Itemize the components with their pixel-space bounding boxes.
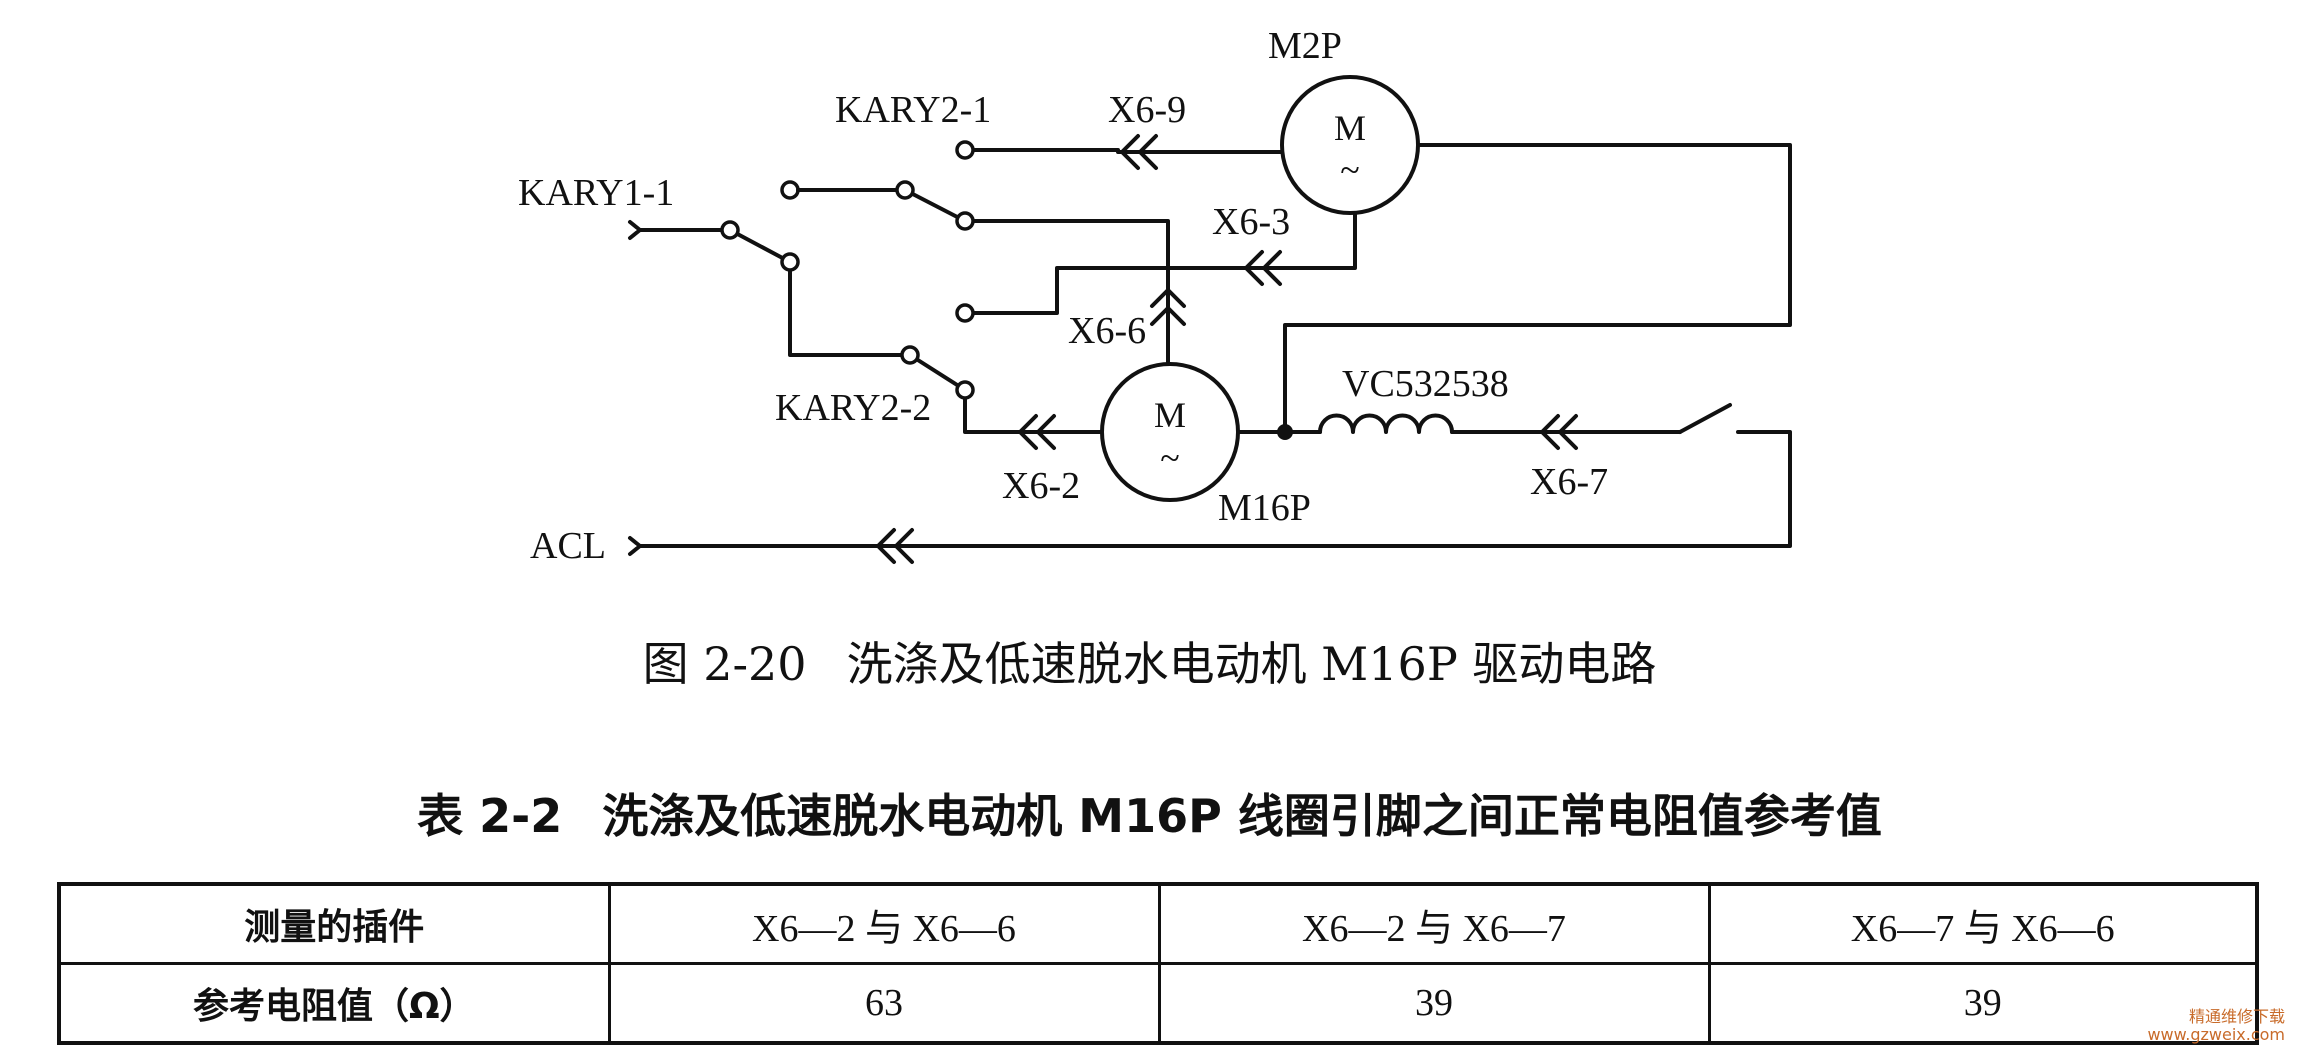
label-m16p: M16P [1218,487,1311,529]
label-vc532538: VC532538 [1342,363,1509,405]
table-row: 测量的插件 X6—2 与 X6—6 X6—2 与 X6—7 X6—7 与 X6—… [57,882,2259,965]
label-kary2-1: KARY2-1 [835,89,991,131]
connector-x6-9-icon [1120,134,1158,170]
table-cell: 39 [1157,962,1711,1045]
label-x6-7: X6-7 [1530,461,1608,503]
junction-dot [1277,424,1293,440]
figure-caption: 图 2-20 洗涤及低速脱水电动机 M16P 驱动电路 [0,628,2299,694]
resistance-table: 测量的插件 X6—2 与 X6—6 X6—2 与 X6—7 X6—7 与 X6—… [57,882,2259,1045]
switch-blade [1678,403,1732,434]
wire-kary2-1-common [963,219,1170,370]
figure-caption-text: 洗涤及低速脱水电动机 M16P 驱动电路 [846,637,1657,691]
motor-m16p-ac-symbol: ~ [1160,438,1179,478]
table-cell: 63 [607,962,1161,1045]
motor-m2p: M ~ [1280,75,1420,215]
motor-m2p-symbol: M [1334,108,1366,148]
motor-m16p: M ~ [1100,362,1240,502]
table-caption: 表 2-2 洗涤及低速脱水电动机 M16P 线圈引脚之间正常电阻值参考值 [0,780,2299,846]
connector-x6-6-icon [1150,288,1186,326]
table-cell-header: 测量的插件 [57,882,611,965]
watermark-line1: 精通维修下载 [2188,1007,2285,1026]
terminal-acl-icon [628,536,642,556]
connector-acl-icon [876,528,914,564]
connector-x6-7-icon [1540,414,1578,450]
label-acl: ACL [530,525,606,567]
coil-vc532538 [1318,413,1454,434]
terminal-kary1-1-icon [628,220,642,240]
wire-kary1-kary2-2 [788,260,912,357]
table-cell-header: 参考电阻值（Ω） [57,962,611,1045]
table-caption-number: 表 2-2 [417,789,563,843]
watermark-line2: www.gzweix.com [2147,1025,2285,1044]
relay-contact-kary1-1 [720,180,907,272]
wire-switch-acl [638,430,1792,548]
table-caption-text: 洗涤及低速脱水电动机 M16P 线圈引脚之间正常电阻值参考值 [602,789,1882,843]
label-kary1-1: KARY1-1 [518,172,674,214]
table-cell: X6—2 与 X6—6 [607,882,1161,965]
wire-x6-9 [963,148,1284,154]
label-x6-3: X6-3 [1212,201,1290,243]
wire-x6-3 [963,213,1357,315]
label-m2p: M2P [1268,25,1342,67]
table-row: 参考电阻值（Ω） 63 39 39 [57,962,2259,1045]
wire-m2p-return [1283,143,1792,434]
relay-contact-kary2-2 [900,345,975,400]
motor-m2p-ac-symbol: ~ [1340,150,1359,190]
label-x6-9: X6-9 [1108,89,1186,131]
table-cell: X6—2 与 X6—7 [1157,882,1711,965]
watermark: 精通维修下载 www.gzweix.com [2147,1008,2285,1044]
table-cell: X6—7 与 X6—6 [1707,882,2259,965]
label-x6-6: X6-6 [1068,310,1146,352]
table-cell: 39 [1707,962,2259,1045]
relay-contact-kary2-1 [895,140,975,323]
connector-x6-3-icon [1244,250,1282,286]
label-kary2-2: KARY2-2 [775,387,931,429]
circuit-diagram: M ~ M ~ M2P KARY2-1 X6-9 KARY1-1 X6-3 X6… [518,25,1792,567]
connector-x6-2-icon [1018,414,1056,450]
motor-m16p-symbol: M [1154,395,1186,435]
figure-caption-number: 图 2-20 [642,637,807,691]
wire-x6-2 [963,388,1106,434]
label-x6-2: X6-2 [1002,465,1080,507]
